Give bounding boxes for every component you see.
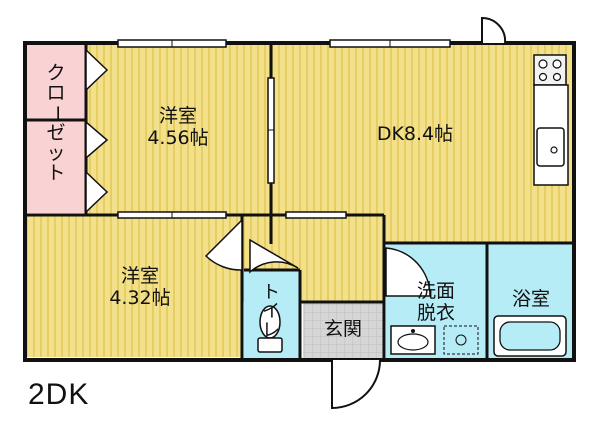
closet-char: ー [45,104,68,124]
kitchen-sink-icon [536,127,565,167]
dk-name: DK8.4帖 [376,123,454,145]
closet-char: ッ [46,141,66,164]
dk-label: DK8.4帖 [350,123,480,146]
western-room-b-size: 4.32帖 [109,286,171,309]
western-room-a-size: 4.56帖 [147,126,209,149]
washbasin-icon [390,325,436,355]
washroom-line1: 洗面 [416,280,455,302]
toilet-char: イ [262,300,280,322]
toilet-label: ト イ レ [259,282,283,341]
bath-name: 浴室 [511,288,550,310]
entrance-label: 玄関 [308,318,378,341]
plan-type-label: 2DK [28,378,90,411]
toilet-char: ト [262,282,280,303]
washroom-label: 洗面 脱衣 [404,280,468,325]
closet-char: ロ [46,81,66,104]
dk-floor [272,45,572,242]
western-room-a-label: 洋室 4.56帖 [132,105,224,150]
windows [117,39,451,219]
closet-doors [85,48,109,214]
closet-floor [27,45,85,213]
closet-char: ゼ [46,121,66,144]
western-room-a-name: 洋室 [158,105,197,127]
closet-char: ク [46,62,66,84]
entrance-floor [303,302,383,358]
western-room-b-floor [27,216,242,357]
western-room-a-floor [85,45,270,215]
kitchen-stove-icon [533,54,567,86]
toilet-door [249,238,299,274]
bath-label: 浴室 [496,288,566,311]
entrance-name: 玄関 [323,318,362,340]
toilet-char: レ [262,319,280,341]
western-room-b-door [204,218,243,271]
entrance-door [331,359,381,410]
western-room-b-label: 洋室 4.32帖 [92,265,188,310]
closet-label: ク ロ ー ゼ ッ ト [42,62,70,184]
washroom-door [385,247,431,297]
washing-machine-icon [443,325,479,355]
toilet-icon [257,305,283,353]
closet-char: ト [46,161,66,184]
western-room-b-name: 洋室 [120,265,159,287]
balcony-door [481,16,507,44]
bathtub-icon [493,315,567,357]
washroom-line2: 脱衣 [416,301,455,324]
